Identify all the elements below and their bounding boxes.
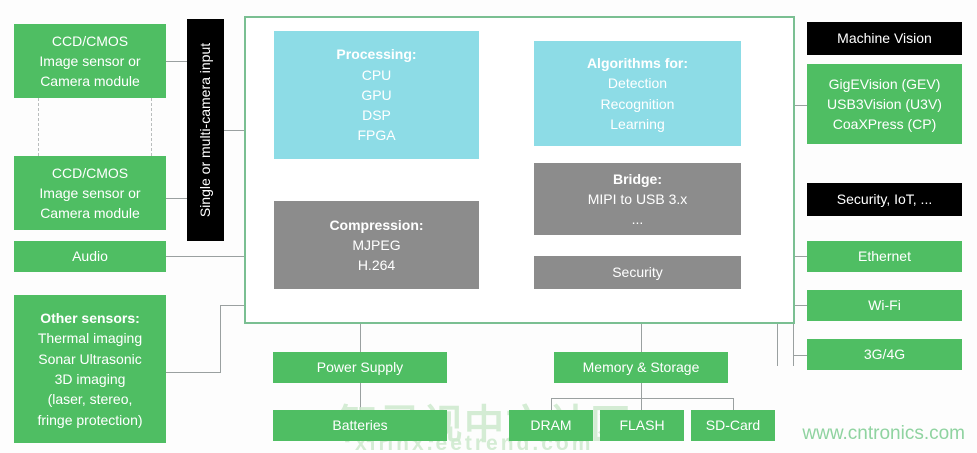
block-bridge[interactable]: Bridge: MIPI to USB 3.x ... [534,163,741,235]
other-sensors-line5: fringe protection) [37,411,143,428]
block-audio[interactable]: Audio [14,241,166,272]
connector-to-flash [641,398,642,410]
sensor1-line3: Camera module [40,73,140,90]
block-memory-storage[interactable]: Memory & Storage [554,352,728,383]
batteries-label: Batteries [332,417,388,434]
other-sensors-title: Other sensors: [40,310,140,327]
sensor1-line1: CCD/CMOS [51,32,129,49]
connector-to-wifi [793,305,807,306]
algorithms-item-0: Detection [607,75,668,92]
connector-bar-to-core [224,130,246,131]
machine-vision-line2: USB3Vision (U3V) [827,95,942,112]
bridge-item-1: ... [631,211,644,228]
connector-memory-stem [641,382,642,398]
other-sensors-line3: 3D imaging [54,371,126,387]
header-machine-vision: Machine Vision [807,22,962,55]
block-sdcard[interactable]: SD-Card [691,410,775,441]
power-supply-label: Power Supply [316,359,404,376]
connector-sensor2-to-bar [166,198,188,199]
sensor2-line1: CCD/CMOS [51,164,129,181]
cellular-label: 3G/4G [863,346,906,363]
watermark-site: www.cntronics.com [802,423,965,444]
processing-item-0: CPU [361,66,392,83]
sdcard-label: SD-Card [705,417,761,434]
block-compression[interactable]: Compression: MJPEG H.264 [274,201,479,289]
algorithms-title: Algorithms for: [586,54,689,71]
block-flash[interactable]: FLASH [600,410,684,441]
algorithms-item-2: Learning [610,115,665,132]
block-cellular[interactable]: 3G/4G [807,339,962,370]
connector-sensors-v [220,305,221,373]
audio-label: Audio [72,248,108,265]
block-ethernet[interactable]: Ethernet [807,241,962,272]
processing-item-3: FPGA [357,127,396,144]
connector-to-machine-vision [793,105,807,106]
compression-title: Compression: [329,216,424,233]
machine-vision-line1: GigEVision (GEV) [828,75,941,92]
block-image-sensor-1[interactable]: CCD/CMOS Image sensor or Camera module [14,24,166,98]
connector-dashed-left [38,98,39,156]
block-dram[interactable]: DRAM [509,410,593,441]
compression-item-1: H.264 [357,257,396,274]
other-sensors-line2: Sonar Ultrasonic [38,350,142,367]
block-machine-vision-standards[interactable]: GigEVision (GEV) USB3Vision (U3V) CoaXPr… [807,64,962,144]
header-security-iot: Security, IoT, ... [807,183,962,216]
block-power-supply[interactable]: Power Supply [273,352,447,383]
block-security-core[interactable]: Security [534,256,741,289]
sensor2-line2: Image sensor or [39,184,141,201]
sensor1-line2: Image sensor or [39,52,141,69]
connector-memory-bus [551,398,733,399]
other-sensors-line4: (laser, stereo, [47,391,133,408]
connector-sensors-h2 [220,305,246,306]
connector-to-dram [551,398,552,410]
connector-dashed-right [151,98,152,156]
bridge-item-0: MIPI to USB 3.x [587,190,688,207]
dram-label: DRAM [530,417,572,434]
other-sensors-line1: Thermal imaging [37,330,143,347]
block-batteries[interactable]: Batteries [273,410,447,441]
compression-item-0: MJPEG [352,236,401,253]
processing-item-1: GPU [361,86,392,103]
bridge-title: Bridge: [613,170,662,187]
security-core-label: Security [612,264,663,281]
connector-sensor1-to-bar [166,61,188,62]
connector-core-to-power [360,324,361,352]
connector-core-to-memory [641,324,642,352]
camera-input-bar-label: Single or multi-camera input [197,42,214,218]
connector-audio-to-core [166,256,246,257]
block-image-sensor-2[interactable]: CCD/CMOS Image sensor or Camera module [14,156,166,230]
camera-input-bar[interactable]: Single or multi-camera input [187,19,224,241]
connector-to-cellular [793,355,807,356]
memory-storage-label: Memory & Storage [582,359,700,376]
flash-label: FLASH [619,417,665,434]
connector-to-sdcard [733,398,734,410]
security-iot-header-label: Security, IoT, ... [836,191,933,208]
processing-title: Processing: [336,46,417,63]
sensor2-line3: Camera module [40,205,140,222]
connector-sensors-h1 [166,372,220,373]
block-other-sensors[interactable]: Other sensors: Thermal imaging Sonar Ult… [14,295,166,443]
machine-vision-header-label: Machine Vision [837,30,932,47]
block-processing[interactable]: Processing: CPU GPU DSP FPGA [274,31,479,159]
connector-power-to-batteries [360,382,361,410]
wifi-label: Wi-Fi [868,297,901,314]
ethernet-label: Ethernet [858,248,911,265]
block-wifi[interactable]: Wi-Fi [807,290,962,321]
algorithms-item-1: Recognition [600,95,675,112]
machine-vision-line3: CoaXPress (CP) [832,116,937,133]
block-algorithms[interactable]: Algorithms for: Detection Recognition Le… [534,41,741,146]
processing-item-2: DSP [362,107,391,124]
